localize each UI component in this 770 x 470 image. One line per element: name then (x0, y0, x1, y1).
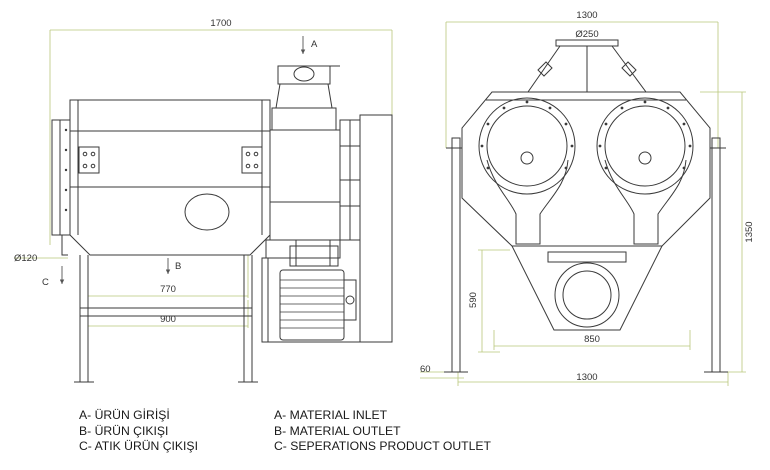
dim-lower-width: 850 (584, 334, 600, 345)
legend-turkish: A- ÜRÜN GİRİŞİ B- ÜRÜN ÇIKIŞI C- ATIK ÜR… (79, 408, 198, 455)
dim-outlet-diameter: Ø120 (14, 253, 37, 264)
legend-tr-a: A- ÜRÜN GİRİŞİ (79, 408, 170, 422)
dim-side-outlet-span: 770 (160, 284, 176, 295)
dim-foot-height: 60 (420, 364, 431, 375)
marker-inlet: A (311, 39, 318, 50)
legend-en-a: A- MATERIAL INLET (274, 408, 388, 422)
legend-en-c: C- SEPERATIONS PRODUCT OUTLET (274, 439, 491, 454)
legend-en-b: B- MATERIAL OUTLET (274, 423, 401, 438)
marker-outlet: B (175, 261, 181, 272)
legend-tr-b: B- ÜRÜN ÇIKIŞI (79, 423, 169, 438)
front-dimension-lines (420, 21, 746, 386)
dim-front-base-width: 1300 (576, 372, 597, 383)
dim-lower-height: 590 (468, 292, 479, 308)
dim-front-top-width: 1300 (576, 10, 597, 21)
front-view (420, 21, 746, 386)
marker-waste: C (42, 277, 49, 288)
side-dimension-lines (14, 29, 393, 328)
dim-side-base-width: 900 (160, 314, 176, 325)
side-view (14, 29, 393, 383)
legend-tr-c: C- ATIK ÜRÜN ÇIKIŞI (79, 439, 198, 454)
legend-english: A- MATERIAL INLET B- MATERIAL OUTLET C- … (274, 408, 491, 455)
dim-side-total-width: 1700 (210, 18, 231, 29)
flow-arrows (59, 36, 306, 284)
dim-inlet-diameter: Ø250 (575, 29, 598, 40)
dim-height-total: 1350 (744, 221, 755, 242)
